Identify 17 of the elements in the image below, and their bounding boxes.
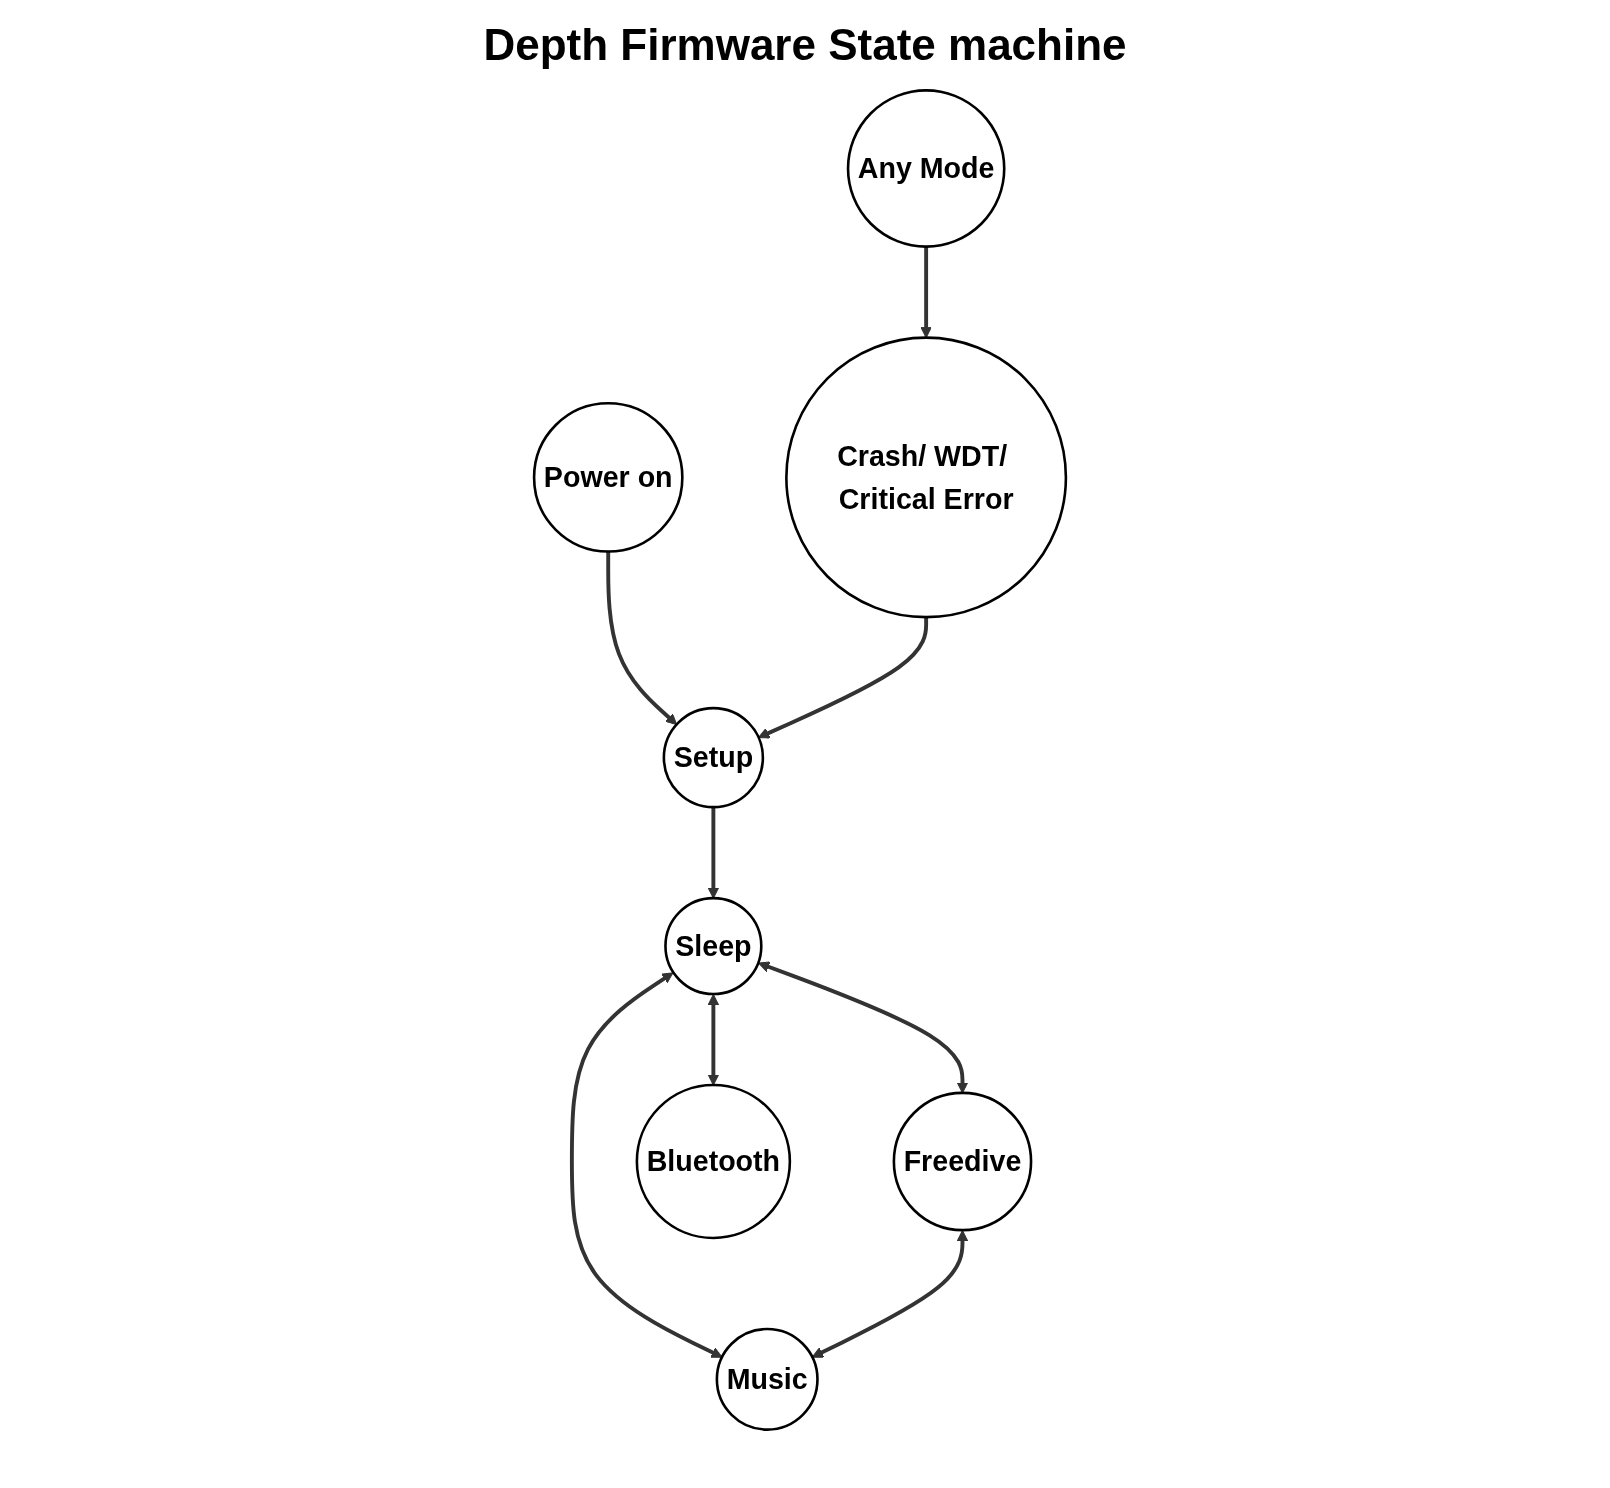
arrow <box>811 1230 969 1358</box>
node-circle: Sleep <box>664 896 763 996</box>
arrow <box>920 246 932 339</box>
node-circle: Bluetooth <box>635 1083 792 1240</box>
node-circle: Any Mode <box>846 89 1006 248</box>
node-circle: Setup <box>662 706 765 809</box>
node-circle: Freedive <box>892 1091 1033 1232</box>
arrow <box>707 807 720 899</box>
node-circle: Power on <box>532 401 684 553</box>
diagram-title: Depth Firmware State machine <box>482 20 1128 70</box>
node-circle: Crash/ WDT/ Critical Error <box>785 336 1068 619</box>
arrow <box>707 994 720 1086</box>
arrow <box>758 617 929 739</box>
arrow <box>606 551 678 725</box>
node-circle: Music <box>715 1327 819 1431</box>
arrow <box>569 972 723 1358</box>
arrow <box>758 961 969 1094</box>
